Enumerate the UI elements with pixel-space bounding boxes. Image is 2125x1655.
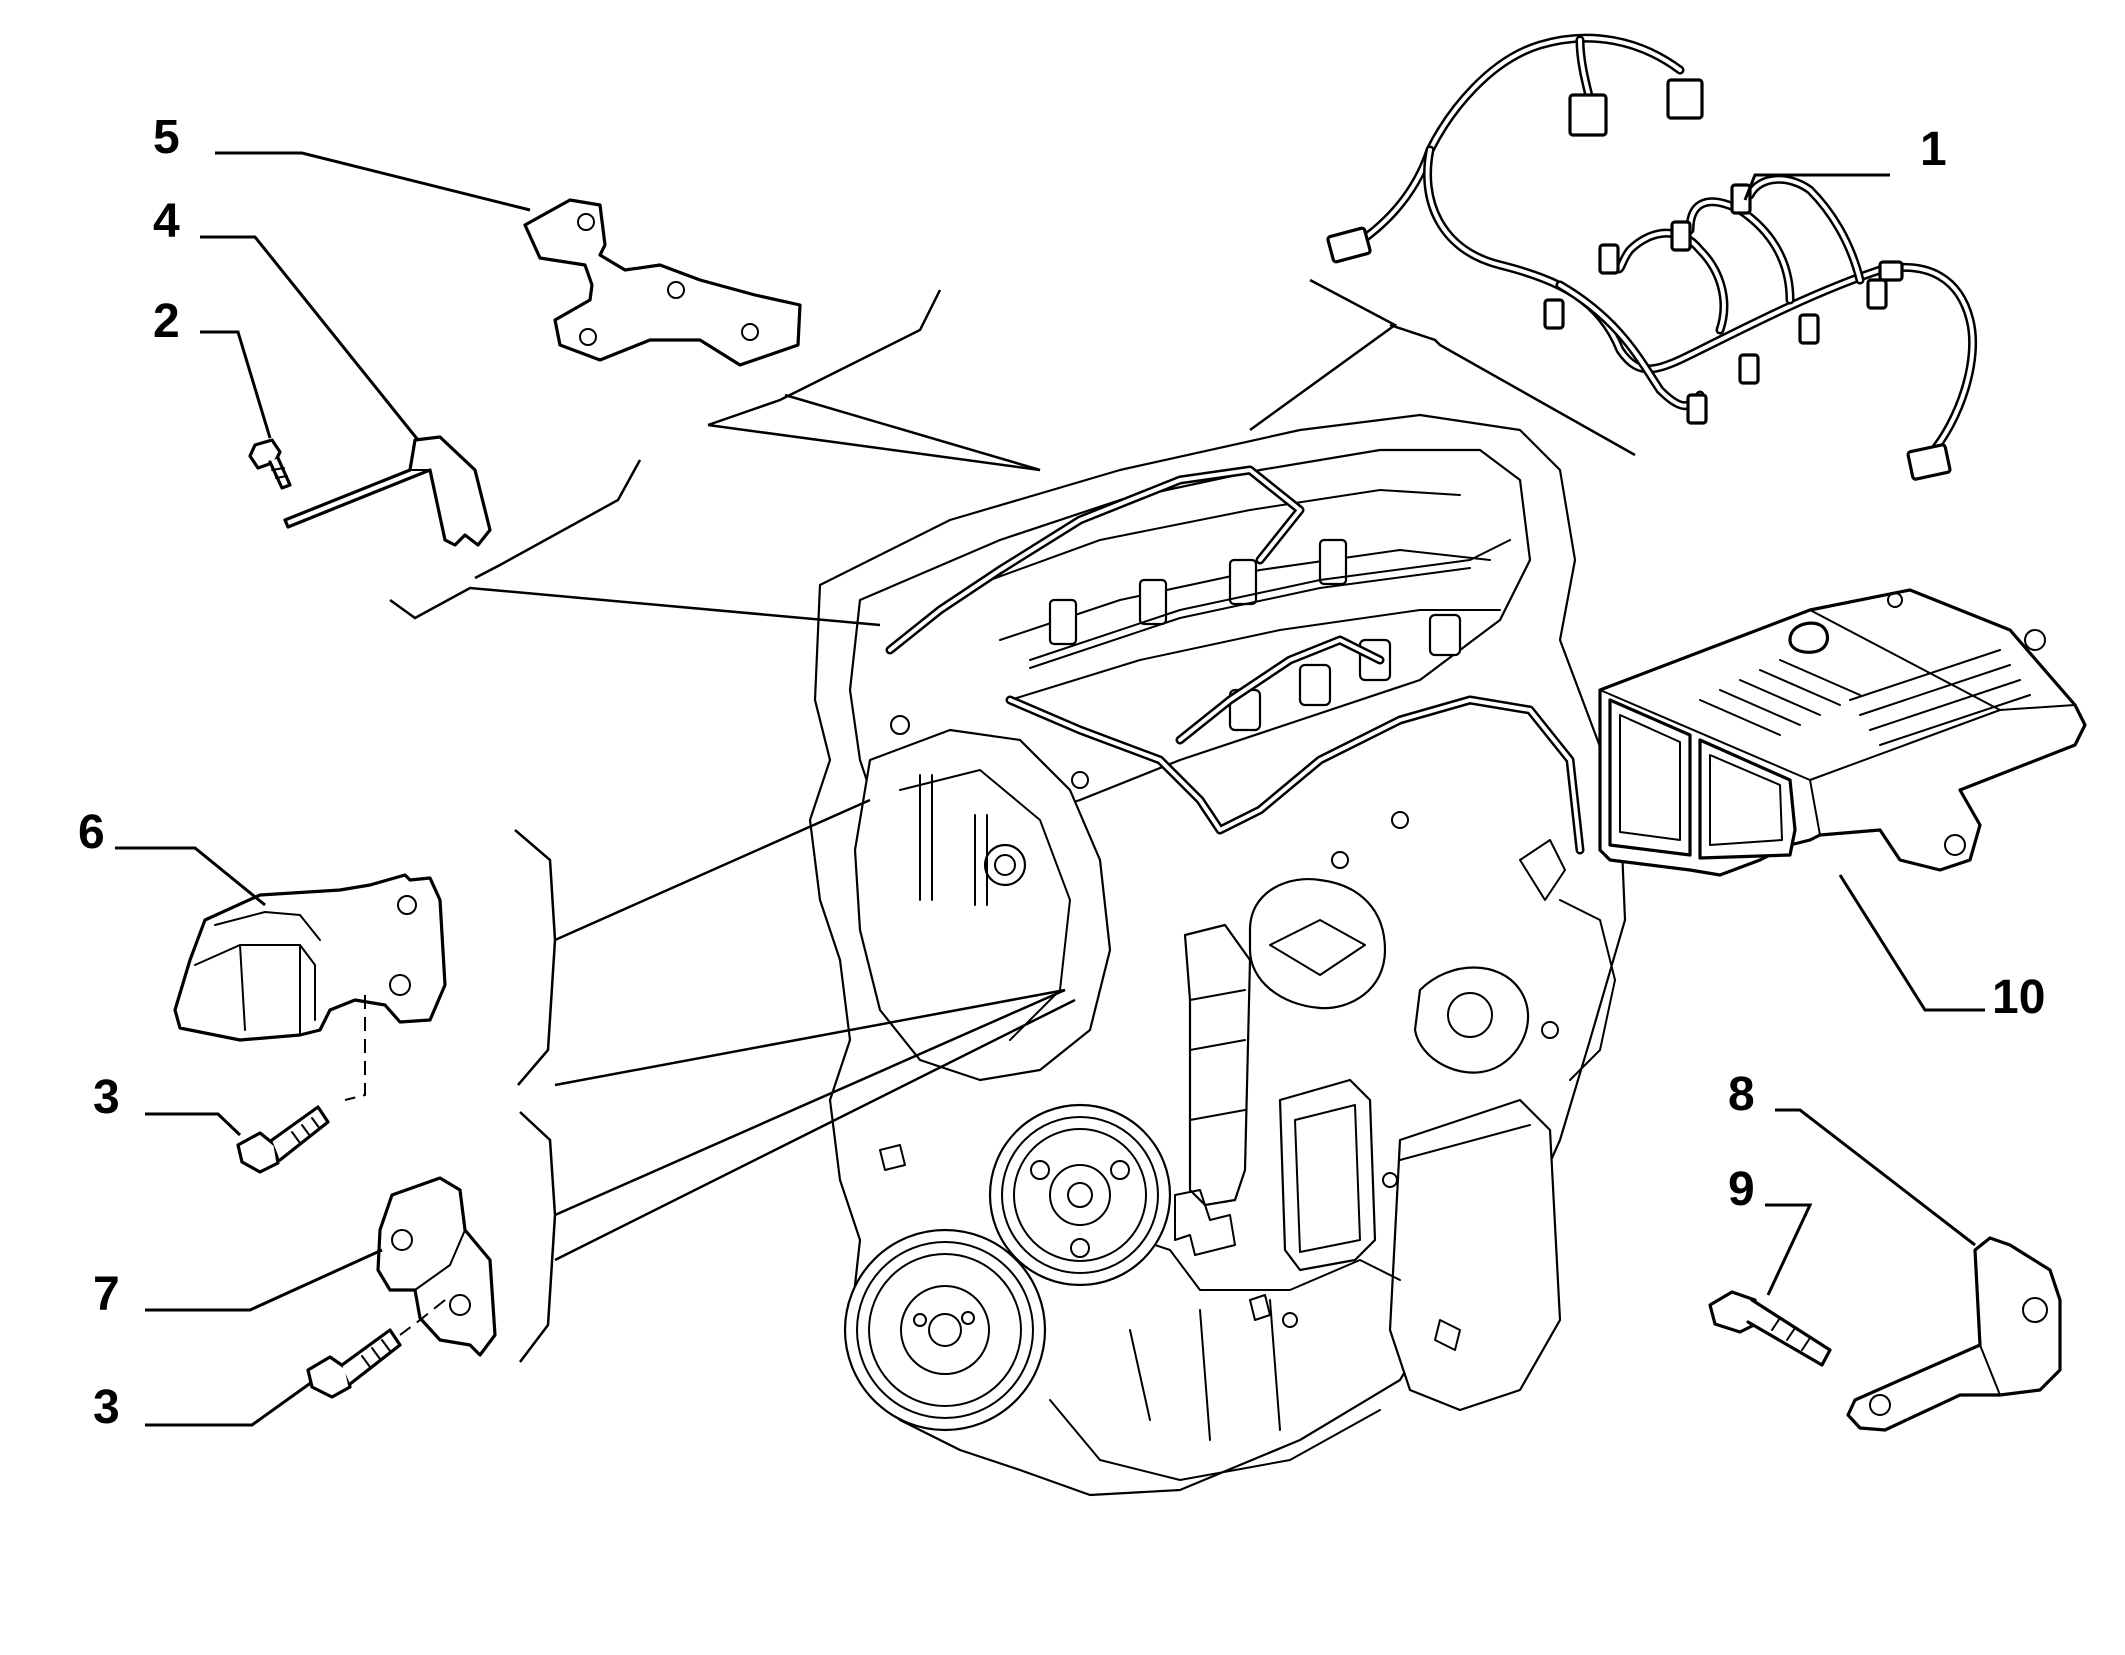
part-6-dashed-axis xyxy=(344,995,366,1101)
part-3-bolt-upper xyxy=(236,1105,330,1174)
callout-labels: 1 2 3 3 4 5 6 7 8 9 10 xyxy=(78,111,2045,1434)
callout-3-lower: 3 xyxy=(93,1381,120,1434)
callout-9: 9 xyxy=(1728,1163,1755,1216)
callout-3-upper: 3 xyxy=(93,1071,120,1124)
part-10-control-unit xyxy=(1598,588,2087,877)
callout-7: 7 xyxy=(93,1268,120,1321)
callout-1: 1 xyxy=(1920,123,1947,176)
callout-8: 8 xyxy=(1728,1068,1755,1121)
leader-lines xyxy=(115,151,1985,1427)
part-4-bracket xyxy=(283,435,492,547)
part-2-screw xyxy=(248,438,292,490)
part-7-bracket xyxy=(376,1176,497,1357)
callout-2: 2 xyxy=(153,295,180,348)
callout-4: 4 xyxy=(153,195,180,248)
group-pointer-lines xyxy=(389,278,1636,1363)
callout-5: 5 xyxy=(153,111,180,164)
part-6-clamp-bracket xyxy=(173,873,447,1042)
part-8-bracket xyxy=(1846,1236,2062,1432)
callout-10: 10 xyxy=(1992,971,2045,1024)
engine-block-illustration xyxy=(808,413,1627,1497)
callout-6: 6 xyxy=(78,806,105,859)
part-5-bracket xyxy=(523,198,802,367)
part-3-bolt-lower xyxy=(306,1328,402,1399)
part-1-wiring-harness xyxy=(1326,33,1978,481)
part-7-dashed-axis xyxy=(399,1299,446,1336)
part-9-bolt xyxy=(1708,1290,1832,1367)
